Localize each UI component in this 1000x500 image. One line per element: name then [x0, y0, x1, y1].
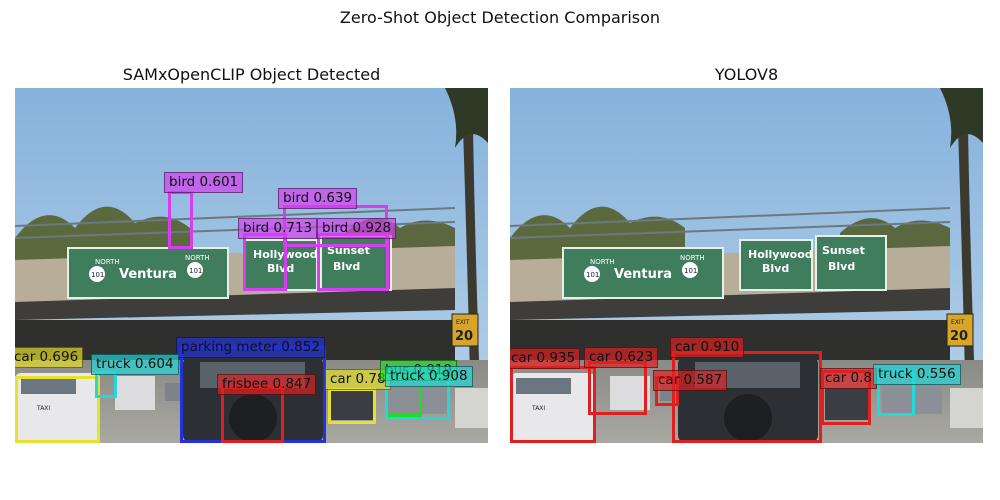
svg-text:Blvd: Blvd — [333, 260, 360, 273]
detection-label: car 0.587 — [653, 370, 728, 391]
svg-text:101: 101 — [91, 271, 104, 279]
svg-text:Sunset: Sunset — [327, 244, 370, 257]
svg-text:Hollywood: Hollywood — [748, 248, 813, 261]
svg-text:101: 101 — [189, 267, 202, 275]
svg-text:Blvd: Blvd — [828, 260, 855, 273]
svg-text:EXIT: EXIT — [456, 319, 470, 326]
detection-box — [317, 233, 389, 291]
yolov8-panel: NORTH NORTH 101 101 Ventura Hollywood Bl… — [510, 88, 983, 443]
detection-box — [672, 351, 822, 443]
svg-text:NORTH: NORTH — [185, 254, 210, 262]
detection-label: car 0.935 — [510, 348, 581, 369]
detection-label: bird 0.639 — [278, 188, 358, 209]
detection-label: bird 0.713 — [238, 218, 318, 239]
svg-text:Blvd: Blvd — [267, 262, 294, 275]
svg-text:20: 20 — [950, 329, 968, 344]
svg-text:NORTH: NORTH — [680, 254, 705, 262]
detection-label: truck 0.908 — [385, 366, 473, 387]
detection-label: bird 0.601 — [164, 172, 244, 193]
right-panel-title: YOLOV8 — [714, 65, 779, 84]
detection-box — [243, 233, 287, 291]
svg-text:NORTH: NORTH — [590, 258, 615, 266]
svg-text:101: 101 — [684, 267, 697, 275]
detection-label: car 0.78 — [325, 369, 391, 390]
svg-text:EXIT: EXIT — [951, 319, 965, 326]
svg-text:101: 101 — [586, 271, 599, 279]
detection-label: car 0.623 — [584, 347, 659, 368]
detection-label: car 0.910 — [670, 337, 745, 358]
detection-box — [168, 191, 193, 249]
detection-label: truck 0.604 — [91, 354, 179, 375]
figure-title: Zero-Shot Object Detection Comparison — [339, 8, 661, 27]
detection-box — [95, 371, 117, 398]
samxopenclip-panel: NORTH NORTH 101 101 Ventura Hollywood Bl… — [15, 88, 488, 443]
detection-label: truck 0.556 — [873, 364, 961, 385]
detection-box — [588, 361, 647, 415]
detection-label: car 0.8 — [820, 368, 878, 389]
detection-box — [328, 388, 376, 424]
detection-label: car 0.696 — [15, 347, 84, 368]
svg-text:Blvd: Blvd — [762, 262, 789, 275]
svg-text:TAXI: TAXI — [36, 405, 50, 412]
detection-label: frisbee 0.847 — [217, 374, 317, 395]
svg-text:NORTH: NORTH — [95, 258, 120, 266]
detection-label: parking meter 0.852 — [176, 337, 325, 358]
svg-text:Ventura: Ventura — [614, 267, 672, 282]
svg-text:20: 20 — [455, 329, 473, 344]
detection-box — [510, 366, 596, 443]
svg-text:TAXI: TAXI — [531, 405, 545, 412]
svg-text:Sunset: Sunset — [822, 244, 865, 257]
svg-text:Ventura: Ventura — [119, 267, 177, 282]
detection-box — [15, 376, 100, 443]
left-panel-title: SAMxOpenCLIP Object Detected — [122, 65, 381, 84]
detection-label: bird 0.928 — [317, 218, 397, 239]
